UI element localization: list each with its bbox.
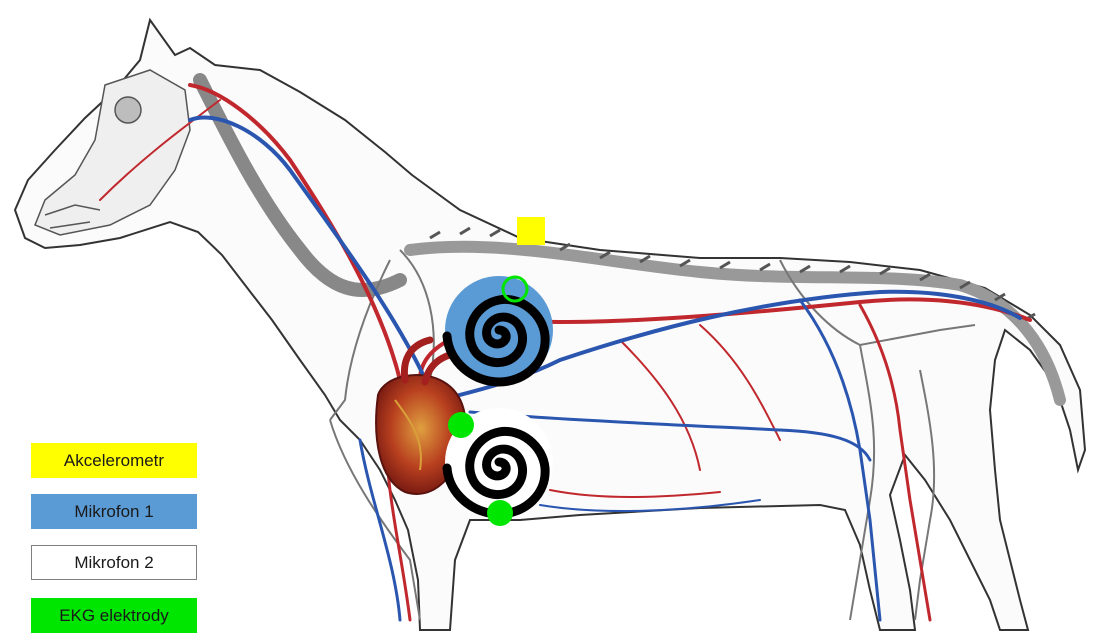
legend-label: Mikrofon 1 [74, 502, 153, 522]
ecg-electrode-dot [448, 412, 474, 438]
microphone-1-marker [445, 276, 553, 384]
legend-label: Akcelerometr [64, 451, 164, 471]
ecg-electrode-dot [487, 500, 513, 526]
legend-label: Mikrofon 2 [74, 553, 153, 573]
legend-item-microphone-1: Mikrofon 1 [31, 494, 197, 529]
accelerometer-marker [517, 217, 545, 245]
legend-label: EKG elektrody [59, 606, 169, 626]
legend-item-accelerometer: Akcelerometr [31, 443, 197, 478]
legend-item-microphone-2: Mikrofon 2 [31, 545, 197, 580]
legend-item-ecg-electrodes: EKG elektrody [31, 598, 197, 633]
